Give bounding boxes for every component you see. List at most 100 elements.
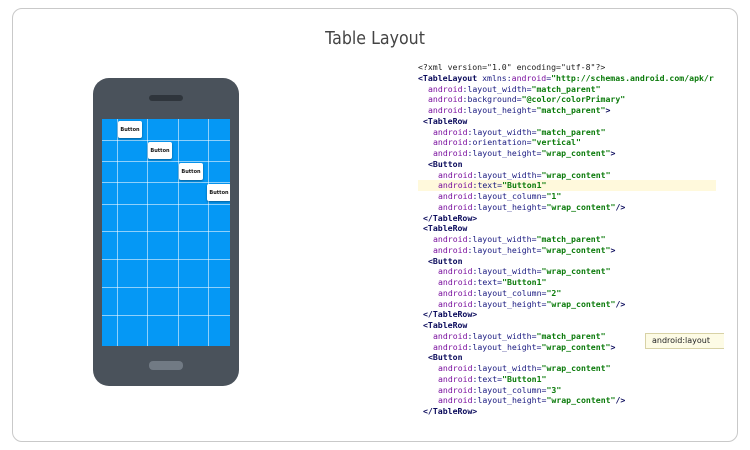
code-token: :layout_width= (472, 363, 542, 373)
code-token: android (438, 277, 473, 287)
code-line: </TableRow> (418, 213, 716, 224)
grid-line-vertical (208, 119, 209, 346)
code-token: "match_parent" (536, 105, 606, 115)
code-line: <TableLayout xmlns:android="http://schem… (418, 73, 716, 84)
code-token: android (428, 94, 463, 105)
grid-line-vertical (117, 119, 118, 346)
code-token: /> (615, 201, 626, 212)
code-line: android:background="@color/colorPrimary" (418, 94, 716, 105)
code-token: </TableRow> (423, 406, 478, 416)
code-token: :background= (462, 94, 522, 105)
code-line: android:text="Button1" (418, 374, 716, 385)
xml-code-editor[interactable]: <?xml version="1.0" encoding="utf-8"?><T… (418, 62, 716, 422)
code-line: <Button (418, 159, 716, 170)
code-token: android (438, 191, 473, 201)
code-token: > (610, 341, 616, 352)
code-line: android:layout_height="wrap_content"> (418, 342, 716, 353)
code-line: <Button (418, 256, 716, 267)
code-token: android (433, 234, 468, 244)
grid-line-horizontal (102, 287, 230, 288)
code-token: /> (615, 395, 626, 406)
code-token: /> (615, 298, 626, 309)
code-token: "wrap_content" (541, 169, 611, 180)
code-token: android (428, 83, 463, 94)
phone-speaker (149, 95, 183, 101)
code-token: :layout_width= (467, 126, 537, 137)
code-token: android (438, 395, 473, 406)
code-token: android (438, 373, 473, 384)
code-token: :orientation= (467, 137, 532, 148)
page-title: Table Layout (325, 28, 425, 49)
code-line: <Button (418, 352, 716, 363)
code-token: xmlns: (482, 72, 512, 83)
code-token: > (605, 105, 611, 115)
code-line: android:layout_height="wrap_content"/> (418, 202, 716, 213)
code-token: :layout_height= (462, 105, 537, 115)
code-token: :text= (472, 277, 503, 287)
code-line: android:orientation="vertical" (418, 137, 716, 148)
code-token: android (438, 298, 473, 309)
phone-button-col-4[interactable]: Button (207, 184, 230, 201)
grid-line-horizontal (102, 182, 230, 183)
grid-line-horizontal (102, 204, 230, 205)
code-line: </TableRow> (418, 309, 716, 320)
code-token: "Button1" (502, 277, 547, 287)
code-token: :layout_width= (467, 234, 537, 244)
code-token: :layout_width= (472, 169, 542, 180)
code-token: <TableRow (423, 320, 468, 330)
code-token: "match_parent" (531, 83, 601, 94)
code-token: "match_parent" (536, 126, 606, 137)
code-token: <?xml version="1.0" encoding="utf-8"?> (418, 62, 606, 72)
code-token: "1" (546, 191, 562, 201)
code-token: android (438, 266, 473, 277)
phone-home-button (149, 361, 183, 370)
code-token: :layout_column= (472, 287, 547, 298)
phone-button-col-3[interactable]: Button (179, 163, 203, 180)
code-token: :layout_column= (472, 191, 547, 201)
code-line: android:layout_column="1" (418, 191, 716, 202)
code-token: > (610, 244, 616, 255)
code-token: "wrap_content" (541, 148, 611, 158)
code-token: "Button1" (502, 373, 547, 384)
code-line: android:layout_width="match_parent" (418, 331, 716, 342)
phone-button-col-2[interactable]: Button (148, 142, 172, 159)
code-line: android:layout_column="2" (418, 288, 716, 299)
autocomplete-tooltip: android:layout (645, 333, 724, 349)
code-token: android (433, 148, 468, 158)
code-token: "http://schemas.android.com/apk/r (551, 72, 714, 83)
code-token: :layout_height= (467, 244, 542, 255)
code-token: "wrap_content" (541, 363, 611, 373)
code-token: "match_parent" (536, 330, 606, 341)
code-line: <TableRow (418, 116, 716, 127)
code-token: :layout_column= (472, 384, 547, 395)
code-line: android:text="Button1" (418, 180, 716, 191)
code-line: <?xml version="1.0" encoding="utf-8"?> (418, 62, 716, 73)
code-line: android:layout_width="match_parent" (418, 127, 716, 138)
grid-line-vertical (147, 119, 148, 346)
code-token: "wrap_content" (541, 244, 611, 255)
code-line: android:layout_width="wrap_content" (418, 170, 716, 181)
grid-line-vertical (178, 119, 179, 346)
code-line: android:layout_height="wrap_content"> (418, 148, 716, 159)
code-token: :layout_height= (467, 148, 542, 158)
grid-line-horizontal (102, 140, 230, 141)
code-line: android:layout_height="match_parent"> (418, 105, 716, 116)
code-token: android (438, 384, 473, 395)
code-token: android (438, 363, 473, 373)
code-token: :layout_height= (472, 395, 547, 406)
code-line: android:layout_height="wrap_content"> (418, 245, 716, 256)
code-token: :layout_height= (472, 201, 547, 212)
code-token: </TableRow> (423, 212, 478, 223)
code-line: <TableRow (418, 320, 716, 331)
code-line: android:text="Button1" (418, 277, 716, 288)
code-token: android (511, 72, 547, 83)
code-token: "wrap_content" (541, 341, 611, 352)
code-token: android (438, 287, 473, 298)
code-token: :text= (472, 180, 503, 191)
code-token: "wrap_content" (546, 298, 616, 309)
code-line: android:layout_width="match_parent" (418, 84, 716, 95)
phone-button-col-1[interactable]: Button (118, 121, 142, 138)
code-token: <TableRow (423, 115, 468, 126)
code-token: "match_parent" (536, 234, 606, 244)
